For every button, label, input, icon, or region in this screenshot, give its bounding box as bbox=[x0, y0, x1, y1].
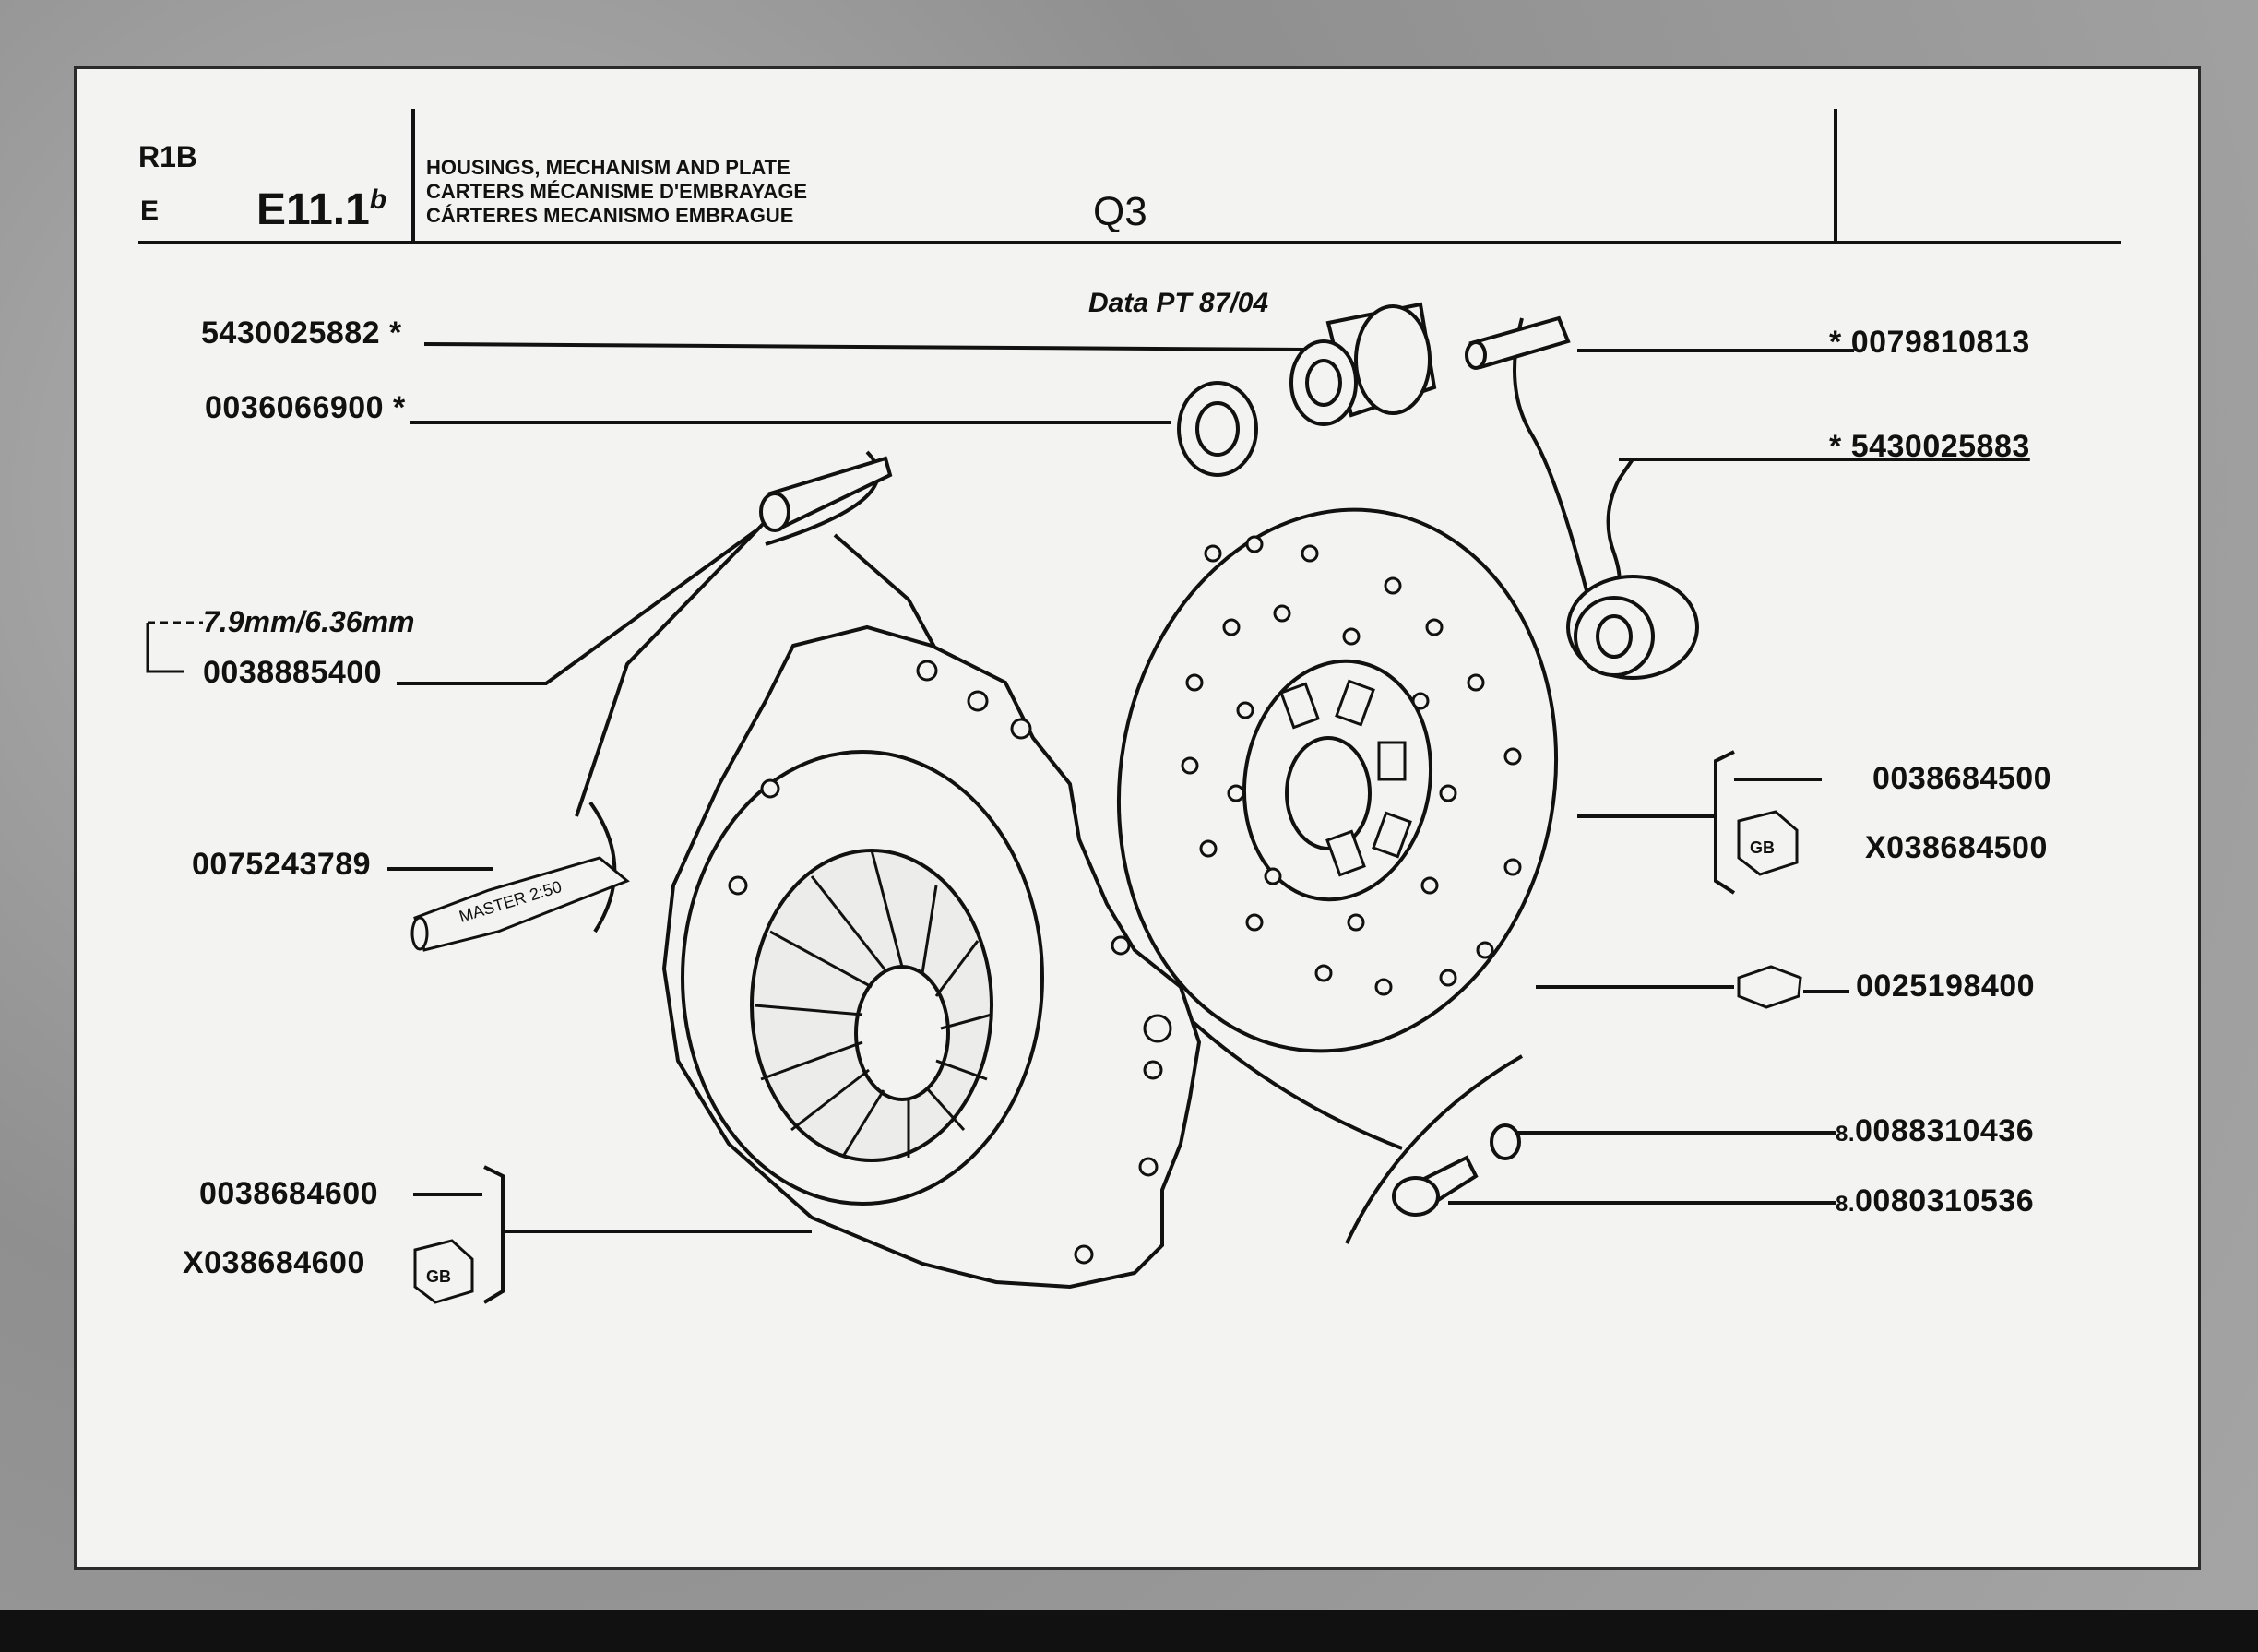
title-spanish: CÁRTERES MECANISMO EMBRAGUE bbox=[426, 204, 794, 227]
callout-pin-line2 bbox=[833, 533, 938, 651]
oil-seal bbox=[1177, 381, 1258, 477]
part-number-p8: * 5430025883 bbox=[1829, 429, 2030, 464]
section-number: E11.1b bbox=[256, 184, 387, 234]
lock-washer bbox=[1490, 1123, 1521, 1160]
callout-dowel-to-bush bbox=[1513, 317, 1593, 610]
date-note: Data PT 87/04 bbox=[1088, 288, 1269, 318]
header-code-line2: E bbox=[140, 196, 160, 226]
bracket-p9-p10 bbox=[1714, 750, 1736, 895]
part-number-p9: 0038684500 bbox=[1872, 761, 2052, 796]
part-number-p12: 8.0088310436 bbox=[1836, 1113, 2035, 1148]
gb-badge-left-text: GB bbox=[426, 1267, 451, 1286]
part-number-p13: 8.0080310536 bbox=[1836, 1183, 2035, 1218]
part-number-p7: * 0079810813 bbox=[1829, 325, 2030, 360]
leader-p1 bbox=[423, 342, 1306, 351]
callout-bolt-line bbox=[1188, 1017, 1403, 1150]
clutch-disc bbox=[1116, 507, 1559, 1053]
roll-pin bbox=[1465, 315, 1571, 370]
title-french: CARTERS MÉCANISME D'EMBRAYAGE bbox=[426, 180, 808, 203]
part-number-p4: 0075243789 bbox=[192, 847, 372, 882]
scan-bottom-band bbox=[0, 1610, 2258, 1652]
release-bearing-guide bbox=[1289, 302, 1437, 426]
part-number-p1: 5430025882 * bbox=[201, 315, 402, 351]
alignment-tool bbox=[410, 856, 630, 952]
part-number-p3: 0038885400 bbox=[203, 655, 383, 690]
part-number-p5: 0038684600 bbox=[199, 1176, 379, 1211]
gb-badge-right-text: GB bbox=[1750, 838, 1775, 857]
title-english: HOUSINGS, MECHANISM AND PLATE bbox=[426, 156, 790, 179]
dowel-pin bbox=[759, 456, 893, 532]
part-number-p6: X038684600 bbox=[183, 1245, 365, 1280]
part-number-p10: X038684500 bbox=[1865, 830, 2048, 865]
part-number-p2: 0036066900 * bbox=[205, 390, 406, 425]
callout-arc-left bbox=[588, 801, 617, 933]
dimension-p3: 7.9mm/6.36mm bbox=[203, 605, 415, 638]
leader-p3 bbox=[397, 529, 758, 685]
disc-splined-hub bbox=[1285, 736, 1372, 850]
pressure-plate-assembly bbox=[661, 624, 1202, 1290]
friction-pad bbox=[1737, 965, 1802, 1009]
model-code: Q3 bbox=[1093, 189, 1147, 234]
callout-pin-line bbox=[575, 515, 772, 817]
gb-badge-left-box bbox=[413, 1239, 474, 1304]
pilot-bush bbox=[1566, 575, 1699, 680]
header-code-line1: R1B bbox=[138, 140, 198, 173]
callout-arc-bolt bbox=[1345, 1054, 1523, 1244]
bracket-p5-p6 bbox=[482, 1165, 505, 1304]
part-number-p11: 0025198400 bbox=[1856, 969, 2036, 1004]
hex-bolt bbox=[1392, 1155, 1479, 1217]
bracket-p3 bbox=[146, 623, 184, 673]
gb-badge-right-box bbox=[1737, 810, 1799, 876]
